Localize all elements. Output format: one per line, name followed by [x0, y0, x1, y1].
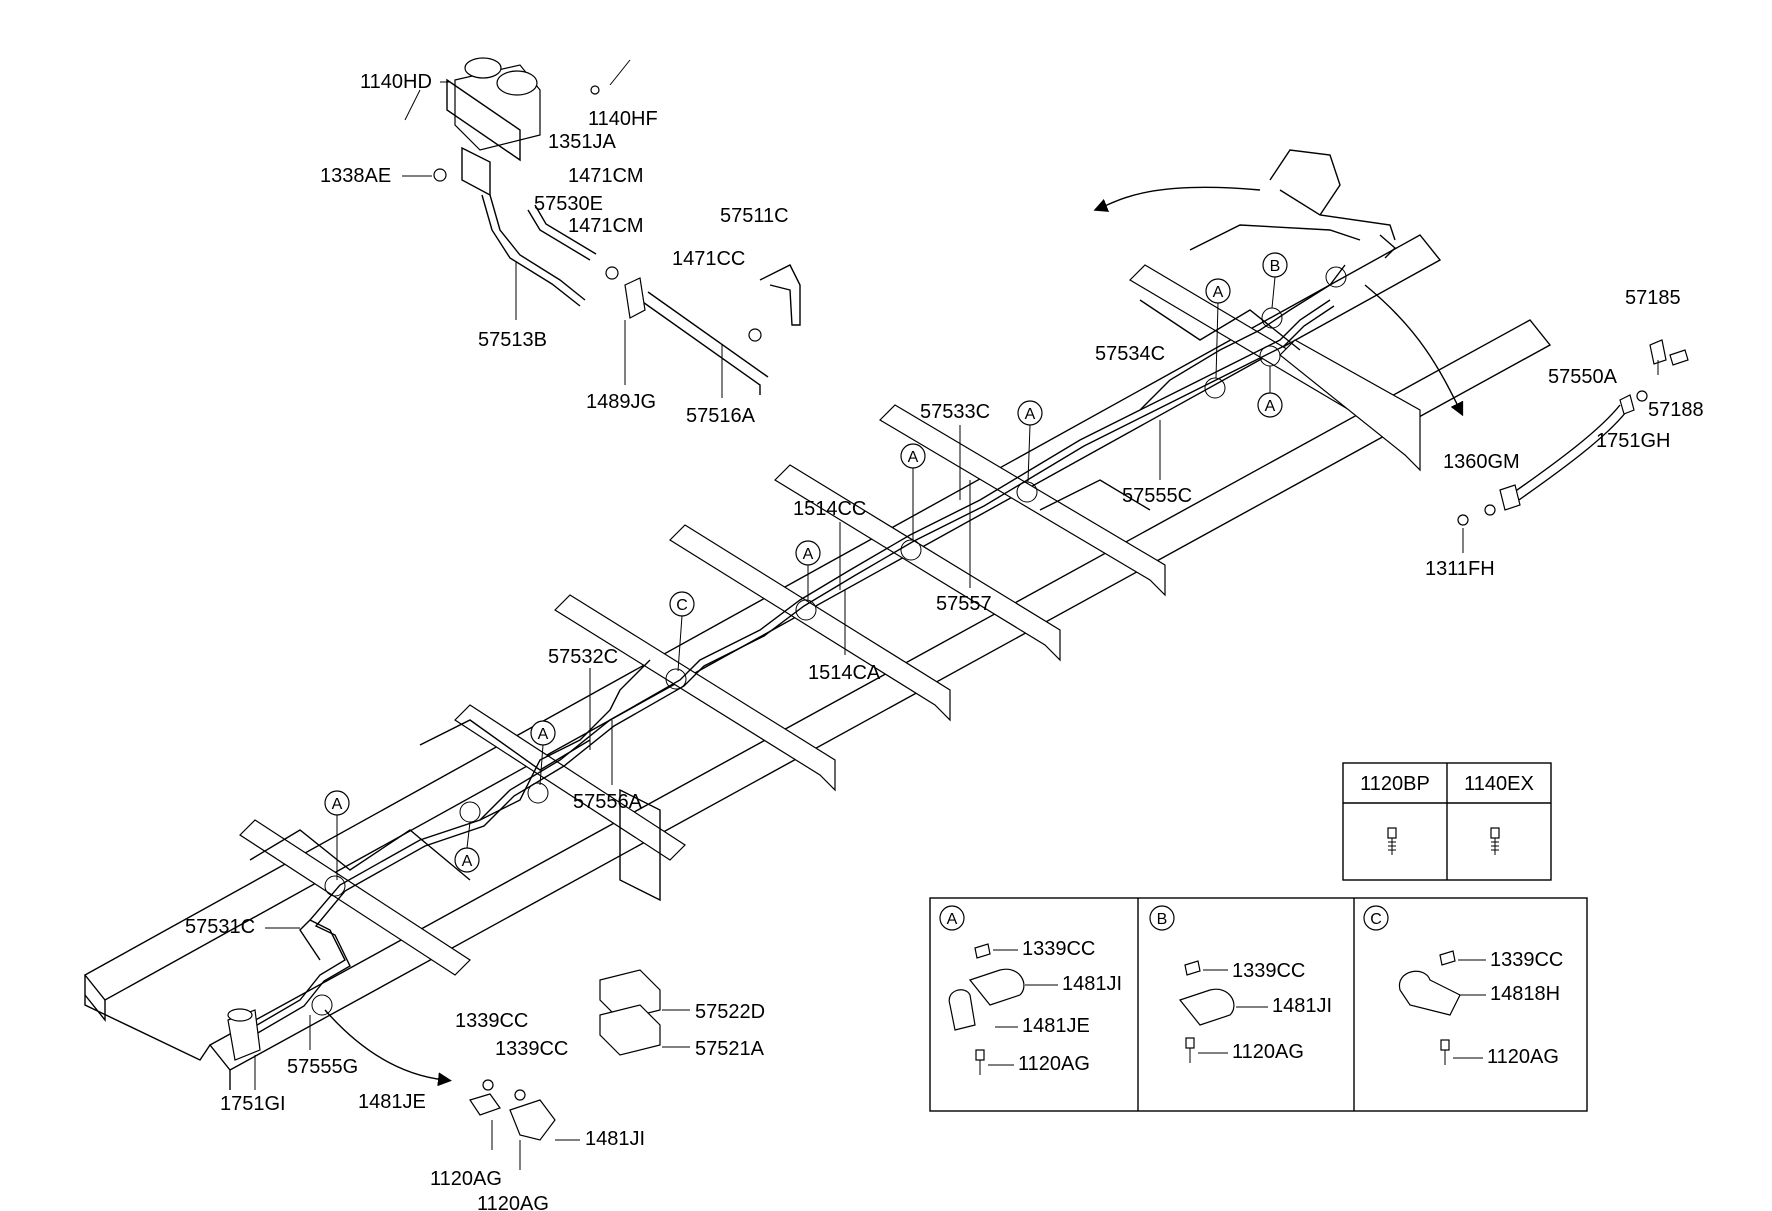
label-1514CA: 1514CA [808, 662, 881, 684]
callout-a-3: A [538, 726, 549, 743]
detail-a-item-2: 1481JI [1062, 973, 1122, 995]
reservoir-assembly [404, 57, 801, 395]
callout-a-1: A [332, 796, 343, 813]
callout-bubbles: A A A C A A A A B A [324, 252, 1288, 880]
exploded-clamps [469, 969, 661, 1170]
label-57516A: 57516A [686, 405, 756, 427]
label-57185: 57185 [1625, 287, 1681, 309]
label-1471CC: 1471CC [672, 248, 745, 270]
label-1751GI: 1751GI [220, 1093, 286, 1115]
detail-legend: A 1339CC 1481JI 1481JE 1120AG B 1339CC 1… [929, 897, 1588, 1112]
label-1751GH: 1751GH [1596, 430, 1671, 452]
label-57557: 57557 [936, 593, 992, 615]
callout-a-2: A [462, 853, 473, 870]
label-57555C: 57555C [1122, 485, 1192, 507]
label-1351JA: 1351JA [548, 131, 616, 153]
callout-c-1: C [676, 597, 688, 614]
label-57532C: 57532C [548, 646, 618, 668]
label-1489JG: 1489JG [586, 391, 656, 413]
label-1514CC: 1514CC [793, 498, 866, 520]
detail-a-item-3: 1481JE [1022, 1015, 1090, 1037]
detail-c-item-1: 1339CC [1490, 949, 1563, 971]
label-57550A: 57550A [1548, 366, 1618, 388]
detail-b-title: B [1157, 911, 1168, 928]
detail-a-item-1: 1339CC [1022, 938, 1095, 960]
detail-c-item-3: 1120AG [1487, 1046, 1559, 1068]
callout-b-1: B [1270, 258, 1281, 275]
label-57513B: 57513B [478, 329, 547, 351]
detail-a: A 1339CC 1481JI 1481JE 1120AG [939, 905, 1122, 1075]
callout-a-4: A [803, 546, 814, 563]
clamp-positions [311, 266, 1347, 1016]
fastener-table: 1120BP 1140EX [1342, 762, 1552, 881]
label-1339CC-b: 1339CC [495, 1038, 568, 1060]
detail-b-item-3: 1120AG [1232, 1041, 1304, 1063]
table-header-1140EX: 1140EX [1464, 773, 1534, 795]
callout-a-7: A [1213, 284, 1224, 301]
label-57555G: 57555G [287, 1056, 358, 1078]
label-57511C: 57511C [720, 205, 789, 227]
detail-a-item-4: 1120AG [1018, 1053, 1090, 1075]
label-57556A: 57556A [573, 791, 643, 813]
flexible-hose [1457, 339, 1689, 526]
label-1481JI: 1481JI [585, 1128, 645, 1150]
detail-c-item-2: 14818H [1490, 983, 1560, 1005]
detail-a-title: A [947, 911, 958, 928]
label-57531C: 57531C [185, 916, 255, 938]
brake-lines [239, 224, 1361, 1042]
label-57530E: 57530E [534, 193, 603, 215]
label-1140HD: 1140HD [360, 71, 432, 93]
table-header-1120BP: 1120BP [1360, 773, 1430, 795]
label-1339CC-a: 1339CC [455, 1010, 528, 1032]
callout-a-6: A [1025, 406, 1036, 423]
detail-b-item-1: 1339CC [1232, 960, 1305, 982]
label-57533C: 57533C [920, 401, 990, 423]
label-57188: 57188 [1648, 399, 1704, 421]
detail-c: C 1339CC 14818H 1120AG [1363, 905, 1563, 1068]
label-1311FH: 1311FH [1425, 558, 1495, 580]
label-1471CM-a: 1471CM [568, 165, 644, 187]
bolt-1140EX-icon [1490, 827, 1500, 855]
label-1338AE: 1338AE [320, 165, 391, 187]
label-1120AG-b: 1120AG [477, 1193, 549, 1211]
label-57534C: 57534C [1095, 343, 1165, 365]
label-57521A: 57521A [695, 1038, 765, 1060]
label-1360GM: 1360GM [1443, 451, 1520, 473]
bolt-1120BP-icon [1387, 827, 1397, 855]
label-1481JE: 1481JE [358, 1091, 426, 1113]
detail-b: B 1339CC 1481JI 1120AG [1149, 905, 1332, 1063]
label-1140HF: 1140HF [588, 108, 658, 130]
rear-valve [227, 1008, 452, 1087]
callout-a-8: A [1265, 398, 1276, 415]
callout-a-5: A [908, 449, 919, 466]
detail-c-title: C [1370, 911, 1382, 928]
master-cylinder-detail [1093, 149, 1464, 417]
label-1120AG-a: 1120AG [430, 1168, 502, 1190]
part-labels: 1140HD 1140HF 1351JA 1338AE 1471CM 57530… [185, 71, 1704, 1211]
chassis-frame [83, 234, 1552, 1090]
detail-b-item-2: 1481JI [1272, 995, 1332, 1017]
label-57522D: 57522D [695, 1001, 765, 1023]
label-1471CM-b: 1471CM [568, 215, 644, 237]
